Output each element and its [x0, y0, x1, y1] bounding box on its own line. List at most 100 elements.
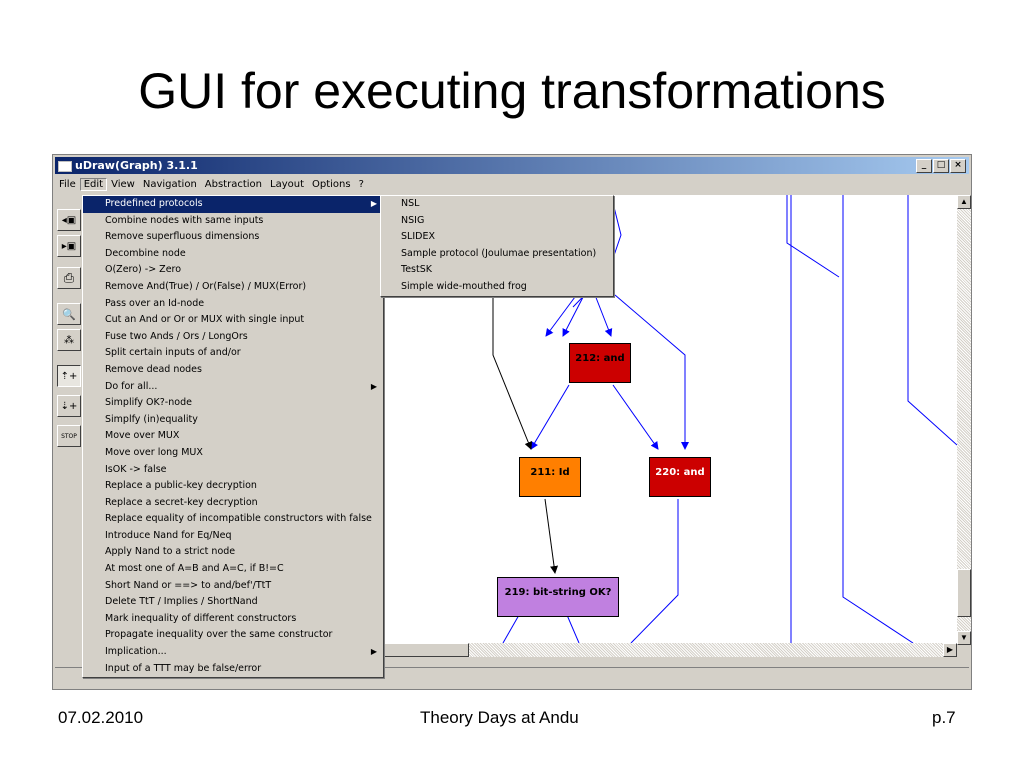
hscroll-thumb[interactable]: [383, 643, 469, 657]
edit-menu-item[interactable]: Delete TtT / Implies / ShortNand: [83, 594, 383, 611]
edit-menu-item[interactable]: Introduce Nand for Eq/Neq: [83, 528, 383, 545]
step-down-icon[interactable]: ⇣+: [57, 395, 81, 417]
edit-menu-item[interactable]: Short Nand or ==> to and/bef'/TtT: [83, 578, 383, 595]
menu-item-label: O(Zero) -> Zero: [105, 264, 182, 276]
graph-node-211[interactable]: 211: Id: [519, 457, 581, 497]
window-titlebar[interactable]: uDraw(Graph) 3.1.1 _□×: [55, 157, 969, 174]
edit-menu-item[interactable]: O(Zero) -> Zero: [83, 262, 383, 279]
stop-icon[interactable]: STOP: [57, 425, 81, 447]
menu-item-label: Propagate inequality over the same const…: [105, 629, 333, 641]
edit-menu-item[interactable]: Simplfy (in)equality: [83, 412, 383, 429]
edit-menu-item[interactable]: Remove dead nodes: [83, 362, 383, 379]
edit-menu: Predefined protocols▶Combine nodes with …: [82, 195, 384, 679]
node-label: 212: and: [575, 353, 625, 364]
footer-page: p.7: [932, 708, 956, 727]
menu-layout[interactable]: Layout: [270, 179, 304, 190]
protocols-submenu: NSL NSIG SLIDEX Sample protocol (Joulumae p…: [380, 195, 614, 297]
edit-menu-item[interactable]: Do for all... ▶: [83, 379, 383, 396]
edit-menu-item[interactable]: Remove superfluous dimensions: [83, 229, 383, 246]
edit-menu-item[interactable]: Pass over an Id-node: [83, 296, 383, 313]
menu-item-label: Do for all...: [105, 380, 158, 392]
submenu-arrow-icon: ▶: [370, 381, 377, 391]
menu-item-label: Replace equality of incompatible constru…: [105, 513, 372, 525]
edit-menu-item[interactable]: Move over MUX: [83, 428, 383, 445]
edge: [502, 614, 520, 643]
edit-menu-item[interactable]: Predefined protocols▶: [83, 196, 383, 213]
menu-item-label: Fuse two Ands / Ors / LongOrs: [105, 330, 248, 342]
graph-canvas[interactable]: 212: and 211: Id 220: and 219: bit-strin…: [383, 195, 957, 643]
maximize-button[interactable]: □: [933, 159, 949, 173]
save-icon[interactable]: ▸▣: [57, 235, 81, 257]
edit-menu-item[interactable]: IsOK -> false: [83, 462, 383, 479]
edit-menu-item[interactable]: Propagate inequality over the same const…: [83, 627, 383, 644]
load-icon[interactable]: ◂▣: [57, 209, 81, 231]
edit-menu-item[interactable]: Replace a public-key decryption: [83, 478, 383, 495]
edit-menu-item[interactable]: Replace equality of incompatible constru…: [83, 511, 383, 528]
menu-file[interactable]: File: [59, 179, 76, 190]
node-label: 211: Id: [530, 467, 570, 478]
scroll-down-button[interactable]: ▼: [957, 631, 971, 645]
print-icon[interactable]: ⎙: [57, 267, 81, 289]
edit-menu-item[interactable]: Remove And(True) / Or(False) / MUX(Error…: [83, 279, 383, 296]
menu-item-label: Apply Nand to a strict node: [105, 546, 236, 558]
edit-menu-item[interactable]: Simplify OK?-node: [83, 395, 383, 412]
app-icon: [58, 160, 72, 172]
edge: [907, 195, 957, 446]
edit-menu-item[interactable]: Cut an And or Or or MUX with single inpu…: [83, 312, 383, 329]
protocol-menu-item[interactable]: Simple wide-mouthed frog: [401, 280, 527, 292]
menu-item-label: Split certain inputs of and/or: [105, 347, 241, 359]
edit-menu-item[interactable]: Combine nodes with same inputs: [83, 213, 383, 230]
graph-node-212[interactable]: 212: and: [569, 343, 631, 383]
minimize-button[interactable]: _: [916, 159, 932, 173]
menu-item-label: Combine nodes with same inputs: [105, 214, 264, 226]
status-bar: [55, 667, 969, 688]
step-icon[interactable]: ⇡+: [57, 365, 81, 387]
protocol-menu-item[interactable]: TestSK: [401, 264, 432, 276]
layout-icon[interactable]: ⁂: [57, 329, 81, 351]
protocol-menu-item[interactable]: NSIG: [401, 214, 425, 226]
menu-view[interactable]: View: [111, 179, 135, 190]
edit-menu-item[interactable]: Mark inequality of different constructor…: [83, 611, 383, 628]
edit-menu-item[interactable]: Move over long MUX: [83, 445, 383, 462]
menu-edit[interactable]: Edit: [79, 178, 108, 191]
menu-item-label: Replace a secret-key decryption: [105, 496, 258, 508]
zoom-icon[interactable]: 🔍: [57, 303, 81, 325]
edge: [786, 195, 840, 278]
protocol-menu-item[interactable]: Sample protocol (Joulumae presentation): [401, 247, 597, 259]
scroll-right-button[interactable]: ▶: [943, 643, 957, 657]
menu-item-label: Delete TtT / Implies / ShortNand: [105, 596, 258, 608]
protocol-menu-item[interactable]: NSL: [401, 198, 420, 209]
edge: [492, 275, 533, 450]
close-button[interactable]: ×: [950, 159, 966, 173]
vertical-scrollbar[interactable]: ▲ ▼: [957, 195, 971, 645]
edit-menu-item[interactable]: At most one of A=B and A=C, if B!=C: [83, 561, 383, 578]
scroll-up-button[interactable]: ▲: [957, 195, 971, 209]
edit-menu-item[interactable]: Apply Nand to a strict node: [83, 544, 383, 561]
edit-menu-item[interactable]: Split certain inputs of and/or: [83, 345, 383, 362]
menu-help[interactable]: ?: [358, 179, 364, 190]
edit-menu-item[interactable]: Decombine node: [83, 246, 383, 263]
scroll-thumb[interactable]: [957, 569, 971, 617]
edit-menu-item[interactable]: Fuse two Ands / Ors / LongOrs: [83, 329, 383, 346]
horizontal-scrollbar[interactable]: ▶: [383, 643, 957, 657]
edit-menu-item[interactable]: Input of a TTT may be false/error: [83, 661, 383, 678]
node-label: 219: bit-string OK?: [504, 587, 612, 598]
menu-options[interactable]: Options: [312, 179, 351, 190]
menu-item-label: Decombine node: [105, 247, 186, 259]
graph-node-220[interactable]: 220: and: [649, 457, 711, 497]
edge: [612, 384, 659, 450]
menu-item-label: Short Nand or ==> to and/bef'/TtT: [105, 579, 272, 591]
menu-item-label: At most one of A=B and A=C, if B!=C: [105, 563, 284, 575]
edge: [594, 294, 613, 337]
edit-menu-item[interactable]: Replace a secret-key decryption: [83, 495, 383, 512]
edge: [614, 294, 689, 450]
protocol-menu-item[interactable]: SLIDEX: [401, 231, 435, 243]
edit-menu-item[interactable]: Implication...▶: [83, 644, 383, 661]
menu-abstraction[interactable]: Abstraction: [204, 179, 262, 190]
window-controls: _□×: [915, 159, 966, 176]
slide-title: GUI for executing transformations: [138, 63, 886, 119]
menu-navigation[interactable]: Navigation: [142, 179, 197, 190]
menu-item-label: Simplify OK?-node: [105, 397, 192, 409]
graph-node-219[interactable]: 219: bit-string OK?: [497, 577, 619, 617]
menu-item-label: Remove superfluous dimensions: [105, 231, 260, 243]
